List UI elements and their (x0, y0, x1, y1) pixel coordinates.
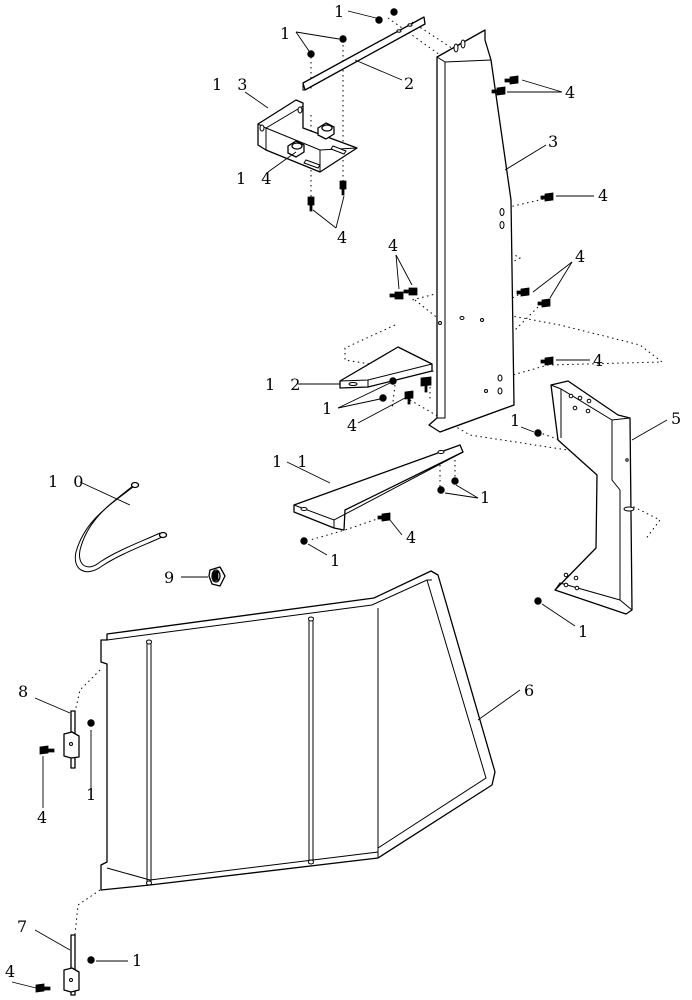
callout-1: 1 (578, 622, 593, 641)
callout-7: 7 (17, 917, 32, 936)
callout-1: 1 (132, 951, 147, 970)
callout-12: 1 2 (265, 375, 305, 394)
callouts: 1 1 2 1 3 4 1 4 3 4 4 4 4 4 1 2 1 4 1 5 … (5, 2, 686, 981)
part-12-bracket (339, 346, 433, 389)
callout-1: 1 (510, 411, 525, 430)
part-9-knob (208, 566, 226, 587)
part-7-hinge (63, 934, 80, 996)
part-5-side-bracket (550, 380, 635, 615)
callout-1: 1 (322, 399, 337, 418)
callout-9: 9 (164, 568, 179, 587)
part-14-studs (287, 122, 335, 158)
part-3-vertical-support (428, 29, 515, 433)
callout-11: 1 1 (272, 452, 312, 471)
part-13-bracket (257, 99, 358, 173)
part-11-strut (293, 444, 464, 531)
callout-1: 1 (280, 24, 295, 43)
callout-4: 4 (406, 528, 421, 547)
callout-1: 1 (334, 2, 349, 21)
leader-lines (11, 10, 668, 989)
callout-6: 6 (524, 681, 539, 700)
callout-1: 1 (86, 785, 101, 804)
callout-5: 5 (671, 409, 686, 428)
part-2-angle-strip (302, 16, 426, 91)
callout-4: 4 (565, 83, 580, 102)
callout-4: 4 (575, 247, 590, 266)
callout-4: 4 (347, 416, 362, 435)
callout-1: 1 (330, 551, 345, 570)
callout-14: 1 4 (236, 169, 276, 188)
part-6-panel (100, 570, 496, 891)
callout-4: 4 (593, 351, 608, 370)
callout-2: 2 (404, 74, 419, 93)
callout-13: 1 3 (212, 75, 252, 94)
callout-3: 3 (548, 132, 563, 151)
hardware-nuts (87, 8, 542, 964)
callout-1: 1 (480, 488, 495, 507)
part-8-hinge (63, 710, 80, 769)
callout-4: 4 (337, 228, 352, 247)
callout-4: 4 (5, 962, 20, 981)
callout-8: 8 (18, 682, 33, 701)
callout-4: 4 (37, 808, 52, 827)
hardware-bolts (35, 75, 554, 993)
callout-4: 4 (598, 186, 613, 205)
part-10-cable (74, 481, 168, 573)
callout-4: 4 (388, 236, 403, 255)
callout-10: 1 0 (48, 472, 88, 491)
